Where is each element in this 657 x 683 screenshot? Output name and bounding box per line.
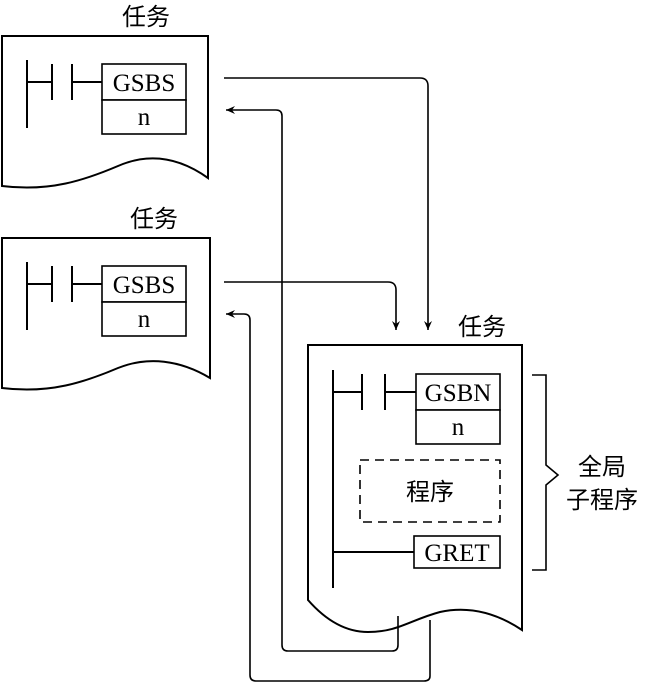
gret-label: GRET (424, 540, 489, 567)
task-1-gsbs-label: GSBS (113, 70, 176, 97)
task-1-title: 任务 (122, 3, 170, 31)
task-2-return-arrow (226, 310, 431, 682)
task-2: 任务 GSBS n (0, 205, 211, 391)
task-2-n-label: n (138, 306, 151, 333)
global-subroutine-label-line1: 全局 (578, 453, 626, 481)
task-1-n-label: n (138, 104, 151, 131)
task-2-title: 任务 (130, 205, 178, 233)
task-3-ladder: GSBN n 程序 GRET (332, 370, 501, 588)
task-1-gsbs-box (101, 63, 187, 101)
global-subroutine-bracket (532, 374, 560, 571)
task-2-gsbs-label: GSBS (113, 272, 176, 299)
task-2-n-box (101, 301, 187, 337)
gsbn-label: GSBN (425, 380, 492, 407)
task-1-n-box (101, 99, 187, 135)
task-2-ladder-rung: GSBS n (26, 262, 187, 337)
task-1-return-arrow (226, 106, 399, 652)
program-dashed-box (359, 459, 501, 523)
task-3: 任务 GSBN n 程序 GRET 全局 子程序 (307, 313, 638, 634)
task-2-call-arrow (224, 281, 400, 330)
task-2-gsbs-box (101, 265, 187, 303)
task-3-title: 任务 (458, 313, 506, 341)
gsbn-box (415, 373, 501, 411)
gsbn-n-box (415, 409, 501, 445)
gsbn-n-label: n (452, 414, 465, 441)
program-label: 程序 (406, 478, 454, 506)
task-1-call-arrow (224, 77, 432, 330)
task-1: 任务 GSBS n (0, 3, 209, 189)
gret-box (413, 535, 501, 569)
global-subroutine-label-line2: 子程序 (566, 486, 638, 514)
task-1-ladder-rung: GSBS n (26, 60, 187, 135)
